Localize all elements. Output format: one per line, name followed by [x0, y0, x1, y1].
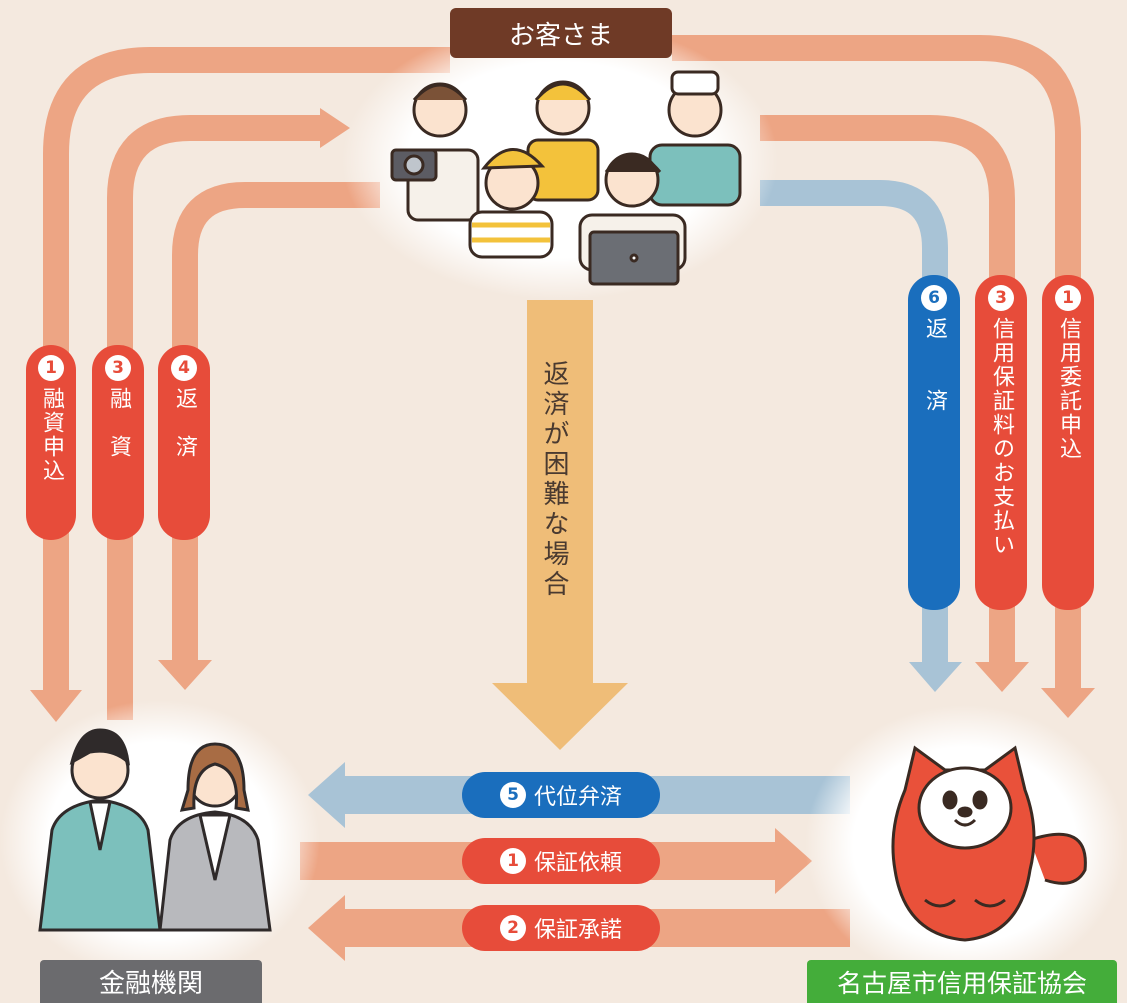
step-number: 6 [921, 285, 947, 311]
arrow-2-head [308, 895, 345, 961]
bank-label: 金融機関 [40, 960, 262, 1003]
arrow-5-head [308, 762, 345, 828]
arrowhead-right-3 [975, 662, 1029, 692]
arrowhead-right-6 [909, 662, 962, 692]
step-number: 1 [499, 848, 526, 874]
flow-credit-entrustment-application: 1 信用委託申込 [1042, 275, 1094, 610]
customers-illustration [390, 70, 742, 286]
flow-subrogation: 5 代位弁済 [462, 772, 660, 818]
flow-guarantee-approval: 2 保証承諾 [462, 905, 660, 951]
right-arrows [672, 35, 1081, 690]
arrow-1-head [775, 828, 812, 894]
bank-glow [0, 700, 320, 980]
arrowhead-up-customer [320, 108, 350, 148]
flow-repayment: 4 返 済 [158, 345, 210, 540]
arrowhead-left-1 [30, 690, 82, 722]
arrowhead-right-1 [1041, 688, 1095, 718]
center-arrowhead [492, 683, 628, 750]
flow-repayment-to-association: 6 返 済 [908, 275, 960, 610]
flow-label: 返 済 [922, 317, 947, 413]
step-number: 3 [988, 285, 1014, 311]
flow-label: 保証承諾 [533, 918, 622, 943]
flow-label: 返 済 [172, 387, 197, 459]
left-arrows [43, 47, 450, 720]
step-number: 1 [38, 355, 64, 381]
flow-label: 融 資 [106, 387, 131, 459]
customer-label: お客さま [450, 8, 672, 58]
mascot-cat-illustration [891, 745, 1087, 942]
step-number: 5 [499, 782, 526, 808]
difficult-repayment-label: 返済が困難な場合 [539, 360, 569, 600]
step-number: 4 [171, 355, 197, 381]
flow-loan: 3 融 資 [92, 345, 144, 540]
step-number: 1 [1055, 285, 1081, 311]
flow-guarantee-request: 1 保証依頼 [462, 838, 660, 884]
bank-staff-illustration [38, 728, 272, 932]
flow-label: 信用委託申込 [1056, 317, 1081, 461]
flow-loan-application: 1 融資申込 [26, 345, 76, 540]
flow-label: 保証依頼 [533, 851, 622, 876]
step-number: 2 [499, 915, 526, 941]
flow-label: 融資申込 [39, 387, 64, 483]
flow-label: 信用保証料のお支払い [989, 317, 1014, 557]
step-number: 3 [105, 355, 131, 381]
center-arrow-shaft [527, 300, 593, 685]
flow-guarantee-fee-payment: 3 信用保証料のお支払い [975, 275, 1027, 610]
arrowhead-left-4 [158, 660, 212, 690]
association-label: 名古屋市信用保証協会 [807, 960, 1117, 1003]
flow-label: 代位弁済 [533, 785, 622, 810]
